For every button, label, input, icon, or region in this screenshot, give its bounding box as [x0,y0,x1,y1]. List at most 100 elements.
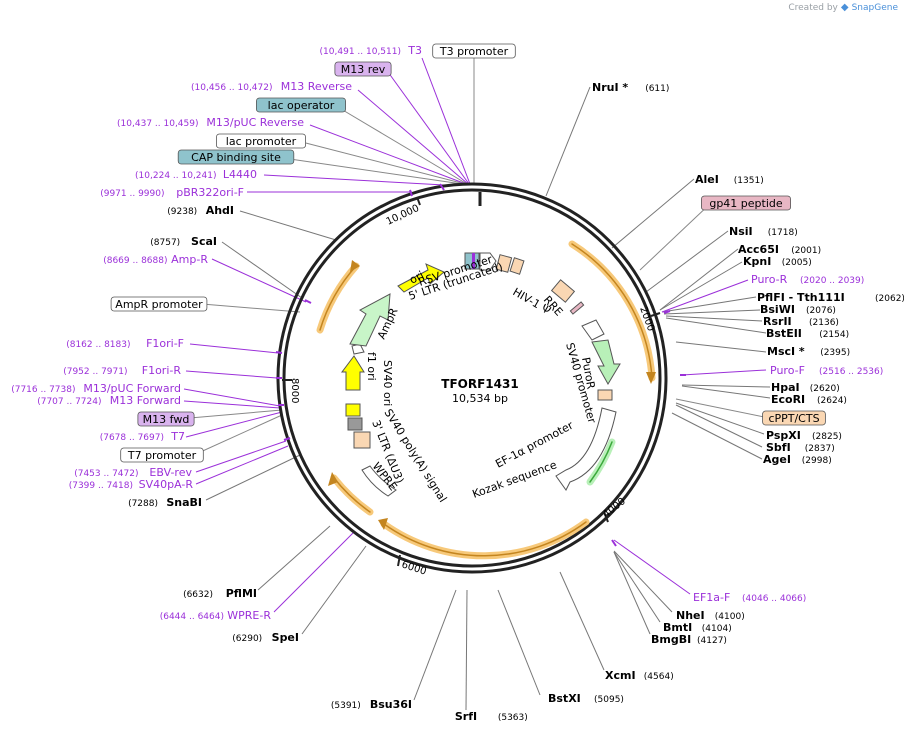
site-position-ebvrev: (7453 .. 7472) [74,469,138,479]
feature-box-m13rev [334,61,392,77]
feature-box-text-gp41: gp41 peptide [709,197,783,210]
map-label-rsrii[interactable]: RsrII(2136) [763,315,839,328]
map-label-m13f[interactable]: M13 Forward(7707 .. 7724) [37,394,181,407]
map-label-srfi[interactable]: SrfI(5363) [455,710,528,723]
map-label-puror[interactable]: Puro-R (2020 .. 2039) [751,273,864,286]
map-label-gp41[interactable]: gp41 peptide [701,195,792,211]
map-label-pbr[interactable]: pBR322ori-F(9971 .. 9990) [100,186,244,199]
map-label-scai[interactable]: ScaI(8757) [150,235,217,248]
site-position-bstxi: (5095) [594,695,624,705]
map-label-sv40par[interactable]: SV40pA-R(7399 .. 7418) [69,478,194,491]
enzyme-name-nsii: NsiI [729,225,753,238]
map-label-lacop[interactable]: lac operator [255,97,346,113]
site-position-puror: (2020 .. 2039) [800,276,864,286]
tick-10000: 10,000 [385,203,421,228]
map-label-ef1af[interactable]: EF1a-F(4046 .. 4066) [693,591,806,604]
site-position-f1orif: (8162 .. 8183) [66,340,130,350]
feature-box-cap [177,149,295,165]
site-position-m13pucf: (7716 .. 7738) [11,385,75,395]
map-label-bstxi[interactable]: BstXI(5095) [548,692,624,705]
map-label-t3p[interactable]: T3 promoter [432,43,516,59]
map-label-bmti[interactable]: BmtI(4104) [663,621,732,634]
feature-box-text-m13fwd: M13 fwd [143,413,190,426]
orf-arc-2-edge [383,521,587,557]
credit-brand: SnapGene [851,2,898,13]
hiv-psi-block-1 [495,254,513,273]
map-label-pflmi[interactable]: PflMI(6632) [183,587,257,600]
map-label-xcmi[interactable]: XcmI(4564) [605,669,674,682]
enzyme-name-snabi: SnaBI [166,496,202,509]
map-label-t7p[interactable]: T7 promoter [120,447,204,463]
feature-label-kozak: Kozak sequence [471,458,559,501]
map-label-acc65i[interactable]: Acc65I(2001) [738,243,821,256]
site-position-sbfi: (2837) [805,444,835,454]
map-label-lacp[interactable]: lac promoter [215,133,306,149]
map-label-f1orir[interactable]: F1ori-R(7952 .. 7971) [63,364,181,377]
map-label-t3[interactable]: T3(10,491 .. 10,511) [320,44,422,57]
feature-box-lacp [215,133,306,149]
map-label-ampr_p[interactable]: Amp-R(8669 .. 8688) [103,253,208,266]
site-position-pspxi: (2825) [812,432,842,442]
site-position-bmti: (4104) [702,624,732,634]
map-label-alei[interactable]: AleI(1351) [695,173,764,186]
map-label-m13pucf[interactable]: M13/pUC Forward(7716 .. 7738) [11,382,181,395]
map-label-snabi[interactable]: SnaBI(7288) [128,496,202,509]
site-position-nsii: (1718) [768,228,798,238]
map-label-bsiwi[interactable]: BsiWI(2076) [760,303,836,316]
tick-6000: 6000 [400,559,428,577]
map-label-f1orif[interactable]: F1ori-F(8162 .. 8183) [66,337,184,350]
map-label-nrui[interactable]: NruI *(611) [592,81,669,94]
map-label-ebvrev[interactable]: EBV-rev(7453 .. 7472) [74,466,192,479]
map-label-sbfi[interactable]: SbfI (2837) [766,441,835,454]
map-label-hpai[interactable]: HpaI(2620) [771,381,840,394]
map-label-msci[interactable]: MscI *(2395) [767,345,850,358]
map-label-amprprom[interactable]: AmpR promoter [110,296,208,312]
orf-arc-2 [380,518,590,560]
map-label-bsu36i[interactable]: Bsu36I(5391) [331,698,412,711]
site-position-f1orir: (7952 .. 7971) [63,367,127,377]
primer-name-puror: Puro-R [751,273,788,286]
map-label-purof[interactable]: Puro-F(2516 .. 2536) [770,364,883,377]
feature-box-text-cppt: cPPT/CTS [768,412,819,425]
map-label-pflfi[interactable]: PflFI - Tth111I(2062) [757,291,904,304]
feature-box-text-t7p: T7 promoter [127,449,197,462]
feature-box-text-m13rev: M13 rev [341,63,386,76]
map-label-t7[interactable]: T7(7678 .. 7697) [100,430,185,443]
enzyme-name-rsrii: RsrII [763,315,792,328]
map-label-nhei[interactable]: NheI(4100) [676,609,745,622]
site-position-t7: (7678 .. 7697) [100,433,164,443]
map-label-ahdi[interactable]: AhdI(9238) [167,204,234,217]
map-label-m13reverse[interactable]: M13 Reverse(10,456 .. 10,472) [191,80,352,93]
ori-arrow [397,263,445,293]
map-label-pspxi[interactable]: PspXI (2825) [766,429,842,442]
map-label-l4440[interactable]: L4440(10,224 .. 10,241) [135,168,257,181]
map-label-m13puc[interactable]: M13/pUC Reverse(10,437 .. 10,459) [117,116,304,129]
map-label-kpni[interactable]: KpnI(2005) [743,255,812,268]
primer-name-m13f: M13 Forward [110,394,181,407]
site-position-l4440: (10,224 .. 10,241) [135,171,216,181]
map-label-nsii[interactable]: NsiI (1718) [729,225,798,238]
map-label-m13rev[interactable]: M13 rev [334,61,392,77]
site-position-bsu36i: (5391) [331,701,361,711]
map-label-m13fwd[interactable]: M13 fwd [137,411,195,427]
primer-name-ampr_p: Amp-R [171,253,208,266]
orf-arc-4 [316,262,360,334]
map-label-bsteii[interactable]: BstEII(2154) [766,327,849,340]
map-label-ecori[interactable]: EcoRI(2624) [771,393,847,406]
feature-box-text-lacp: lac promoter [226,135,297,148]
map-label-cppt[interactable]: cPPT/CTS [762,410,826,426]
enzyme-name-sbfi: SbfI [766,441,791,454]
map-label-bmgbi[interactable]: BmgBI(4127) [651,633,727,646]
primer-name-purof: Puro-F [770,364,805,377]
enzyme-name-bmgbi: BmgBI [651,633,691,646]
map-label-cap[interactable]: CAP binding site [177,149,295,165]
map-label-wprer[interactable]: WPRE-R(6444 .. 6464) [160,609,272,622]
orf-arc-1-edge [571,243,653,379]
enzyme-name-pspxi: PspXI [766,429,801,442]
site-position-pflmi: (6632) [183,590,213,600]
map-label-agei[interactable]: AgeI(2998) [763,453,832,466]
primer-name-ef1af: EF1a-F [693,591,730,604]
map-label-spei[interactable]: SpeI(6290) [232,631,299,644]
feature-box-lacop [255,97,346,113]
